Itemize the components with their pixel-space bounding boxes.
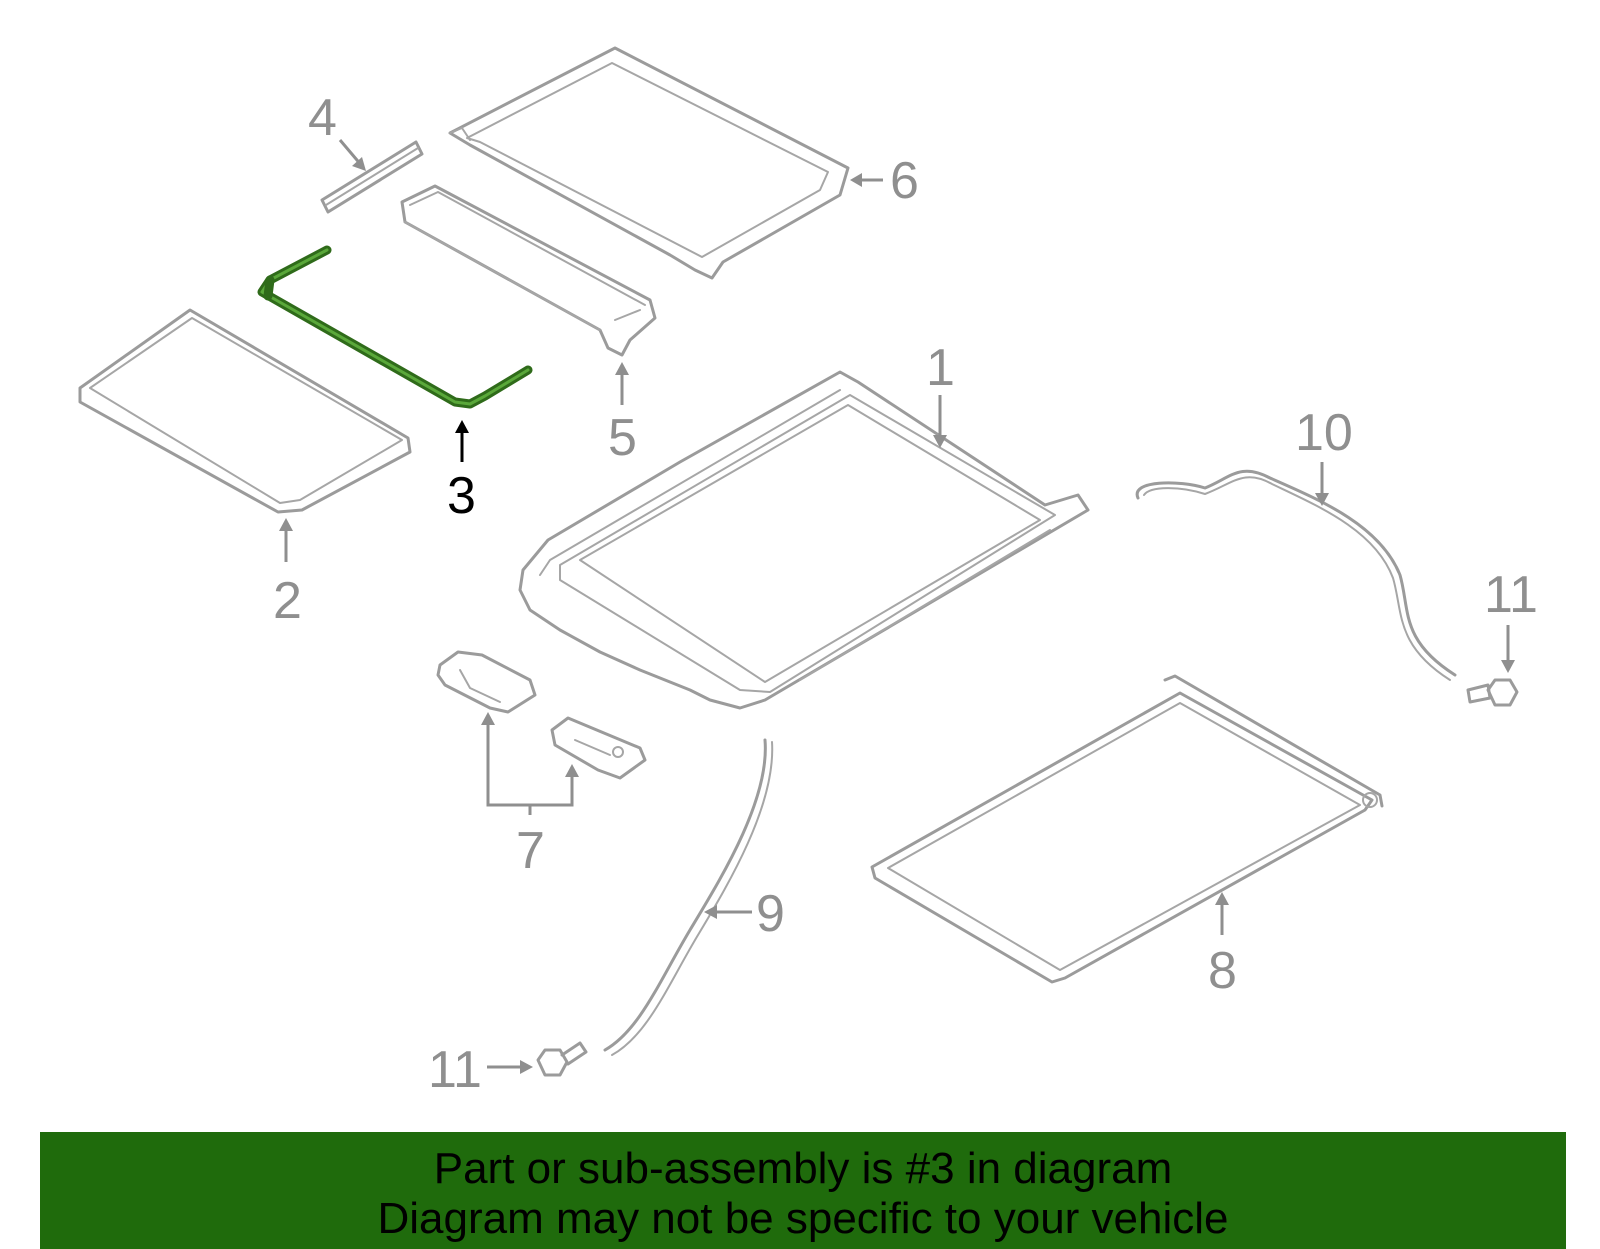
part-7-bracket-a xyxy=(436,650,537,714)
callout-3: 3 xyxy=(447,420,476,525)
callout-9: 9 xyxy=(704,885,785,943)
callout-2-label: 2 xyxy=(273,572,302,630)
callout-11-lower: 11 xyxy=(428,1041,533,1099)
part-6-glass-panel xyxy=(448,46,850,280)
callout-7: 7 xyxy=(481,712,579,880)
callout-8-label: 8 xyxy=(1208,942,1237,1000)
banner-line-2: Diagram may not be specific to your vehi… xyxy=(377,1194,1229,1243)
part-1-frame xyxy=(518,370,1090,710)
callout-5-label: 5 xyxy=(608,409,637,467)
part-2-glass xyxy=(78,308,412,514)
callout-8: 8 xyxy=(1208,892,1237,1000)
callout-11-upper: 11 xyxy=(1484,566,1538,673)
callout-1-label: 1 xyxy=(926,339,955,397)
info-banner: Part or sub-assembly is #3 in diagram Di… xyxy=(40,1132,1566,1249)
part-4-strip xyxy=(320,140,424,214)
callout-2: 2 xyxy=(273,518,302,630)
part-9-drain-hose xyxy=(603,738,774,1056)
part-8-sunshade xyxy=(870,674,1384,984)
callout-10: 10 xyxy=(1295,404,1353,506)
part-11-bolt-upper xyxy=(1466,678,1519,707)
part-5-front-rail xyxy=(400,184,657,357)
banner-line-1: Part or sub-assembly is #3 in diagram xyxy=(433,1144,1173,1193)
callout-10-label: 10 xyxy=(1295,404,1353,462)
callout-5: 5 xyxy=(608,362,637,467)
parts-diagram: 6 4 5 3 2 xyxy=(78,46,1538,1099)
part-7-bracket-b xyxy=(550,716,647,780)
callout-3-label: 3 xyxy=(447,467,476,525)
callout-6: 6 xyxy=(850,152,919,210)
callout-4: 4 xyxy=(308,89,366,171)
callout-9-label: 9 xyxy=(756,885,785,943)
callout-11-upper-label: 11 xyxy=(1484,566,1538,624)
part-10-drain-hose xyxy=(1135,469,1457,681)
callout-6-label: 6 xyxy=(890,152,919,210)
callout-4-label: 4 xyxy=(308,89,337,147)
callout-7-label: 7 xyxy=(516,822,545,880)
part-3-seal-highlighted xyxy=(257,245,533,409)
part-11-bolt-lower xyxy=(536,1041,588,1077)
callout-11-lower-label: 11 xyxy=(428,1041,482,1099)
callout-1: 1 xyxy=(926,339,955,448)
